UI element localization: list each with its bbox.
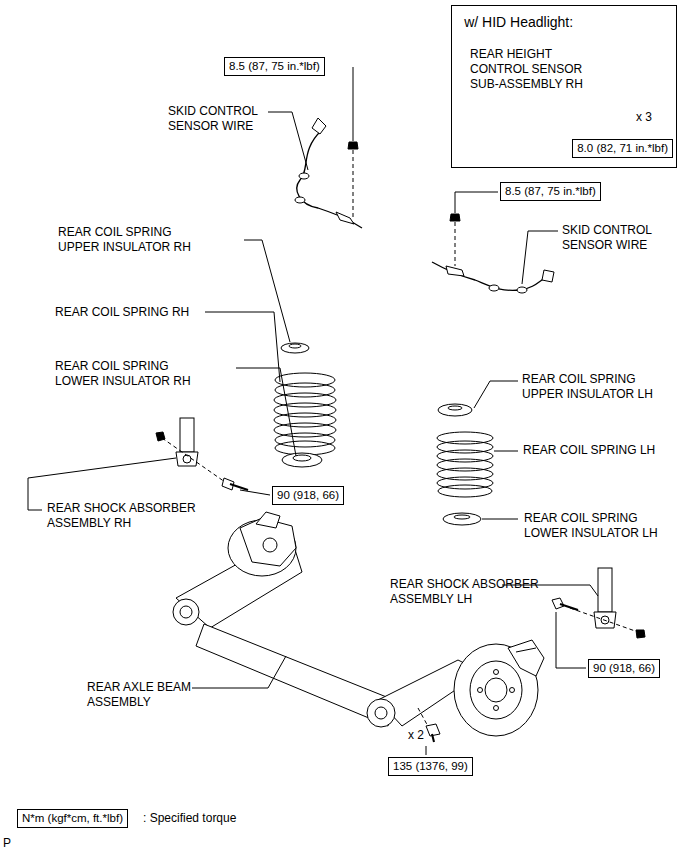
node-text: 90 (918, 66) (593, 661, 655, 676)
sensor-wire (432, 214, 554, 293)
leader-line (455, 192, 456, 213)
torque-box: 8.5 (87, 75 in.*lbf) (500, 182, 601, 201)
coil-spring-rh (274, 343, 336, 467)
node-text: N*m (kgf*cm, ft.*lbf) (22, 811, 123, 826)
quantity: x 2 (408, 728, 424, 743)
part-name: SKID CONTROL SENSOR WIRE (562, 223, 672, 253)
leader-line (353, 67, 354, 141)
node-text: 8.5 (87, 75 in.*lbf) (505, 184, 596, 199)
part-name: REAR COIL SPRING UPPER INSULATOR RH (58, 225, 208, 255)
leader-line (205, 312, 280, 382)
legend-text: : Specified torque (143, 811, 236, 826)
leader-line (192, 656, 286, 688)
torque-box: 8.0 (82, 71 in.*lbf) (572, 139, 673, 158)
leader-line (556, 612, 586, 668)
node-text: w/ HID Headlight: (464, 14, 664, 31)
torque-box: 8.5 (87, 75 in.*lbf) (224, 57, 325, 76)
torque-box: 90 (918, 66) (588, 659, 660, 678)
node-text: 135 (1376, 99) (393, 759, 468, 774)
leader-line (426, 746, 427, 755)
part-name: REAR SHOCK ABSORBER ASSEMBLY RH (47, 501, 212, 531)
quantity: x 3 (636, 110, 652, 125)
leader-line (455, 192, 498, 193)
torque-box: 135 (1376, 99) (388, 757, 473, 776)
leader-line (236, 368, 296, 456)
leader-line (494, 451, 518, 452)
shock-absorber-rh (156, 418, 248, 490)
part-name: REAR COIL SPRING UPPER INSULATOR LH (522, 372, 677, 402)
shock-absorber-lh (552, 568, 645, 638)
coil-spring-lh (437, 404, 493, 525)
leader-line (268, 112, 308, 170)
part-name: REAR COIL SPRING LH (523, 443, 655, 458)
part-name: REAR COIL SPRING LOWER INSULATOR LH (524, 511, 679, 541)
leader-line (240, 490, 270, 495)
part-name: REAR COIL SPRING RH (55, 305, 189, 320)
node-text: 90 (918, 66) (277, 488, 339, 503)
part-name: SKID CONTROL SENSOR WIRE (168, 104, 278, 134)
leader-line (474, 381, 518, 408)
legend-box: N*m (kgf*cm, ft.*lbf) (17, 809, 128, 828)
leader-line (244, 240, 290, 342)
leader-line (522, 231, 558, 284)
sensor-wire (295, 118, 362, 228)
node-text: 8.5 (87, 75 in.*lbf) (229, 59, 320, 74)
torque-box: 90 (918, 66) (272, 486, 344, 505)
node-text: 8.0 (82, 71 in.*lbf) (577, 141, 668, 156)
part-name: REAR AXLE BEAM ASSEMBLY (87, 680, 207, 710)
leader-line (482, 519, 518, 520)
page-mark: P (3, 836, 11, 851)
axle-beam (173, 512, 544, 736)
part-name: REAR SHOCK ABSORBER ASSEMBLY LH (390, 577, 540, 607)
part-name: REAR HEIGHT CONTROL SENSOR SUB-ASSEMBLY … (470, 47, 595, 92)
part-name: REAR COIL SPRING LOWER INSULATOR RH (55, 359, 205, 389)
